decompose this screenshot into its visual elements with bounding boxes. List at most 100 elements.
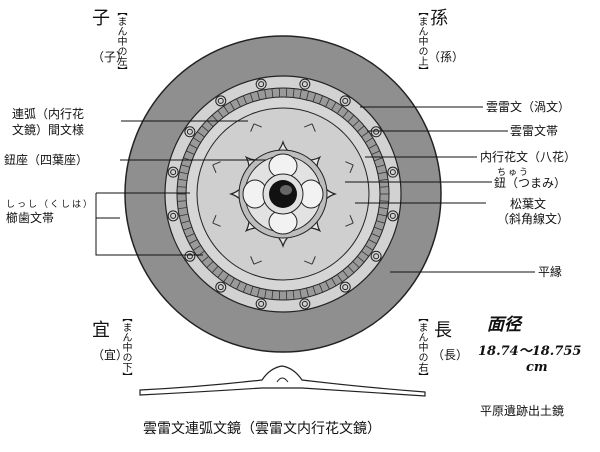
comb-tooth: [306, 288, 310, 297]
label-kushiba-ruby: しっし（くしは）: [6, 200, 95, 210]
comb-tooth: [249, 286, 254, 295]
comb-tooth: [365, 137, 374, 143]
spiral-outer: [387, 210, 399, 222]
pine-needle: [349, 164, 354, 173]
comb-tooth: [201, 256, 209, 263]
spiral-inner: [258, 81, 265, 88]
spiral-outer: [215, 281, 227, 293]
spiral-inner: [186, 253, 193, 260]
label-renko-2: 文鏡）間文様: [12, 123, 85, 137]
spiral-motifs: [167, 78, 399, 310]
comb-tooth: [180, 220, 190, 224]
leader-lines: [95, 106, 535, 273]
comb-tooth: [249, 93, 254, 102]
pine-needle: [349, 215, 354, 224]
comb-tooth: [177, 178, 187, 181]
comb-tooth: [242, 283, 248, 293]
pine-needle: [345, 222, 354, 227]
comb-tooth: [292, 88, 295, 98]
comb-tooth: [371, 150, 380, 155]
comb-tooth: [217, 270, 224, 278]
comb-tooth: [177, 207, 187, 210]
spiral-outer: [370, 126, 382, 138]
comb-tooth: [347, 265, 355, 274]
spiral-inner: [373, 128, 380, 135]
comb-tooth: [189, 143, 198, 149]
diameter-unit: cm: [526, 360, 548, 375]
comb-tooth: [379, 200, 389, 202]
comb-tooth: [331, 102, 337, 111]
comb-tooth: [180, 164, 190, 168]
spiral-outer: [339, 95, 351, 107]
comb-tooth: [229, 277, 235, 286]
knob-highlight: [280, 185, 292, 195]
comb-tooth: [368, 239, 377, 245]
glyph-bottom-right: 長: [434, 320, 452, 341]
comb-tooth: [352, 261, 360, 268]
vertical-top-left: 【まん中の左】: [115, 6, 126, 76]
spiral-outer: [387, 166, 399, 178]
vertical-bottom-right: 【まん中の右】: [416, 312, 427, 382]
pine-needle: [212, 164, 217, 173]
spiral-outer: [167, 210, 179, 222]
comb-tooth: [201, 125, 209, 132]
comb-tooth: [179, 213, 189, 217]
comb-tooth: [379, 186, 389, 188]
comb-tooth: [379, 178, 389, 181]
comb-tooth: [256, 288, 260, 297]
comb-tooth: [357, 256, 365, 263]
comb-tooth: [211, 265, 219, 274]
glyph-top-left: 子: [92, 8, 110, 29]
glyph-top-right: 孫: [430, 8, 448, 29]
comb-tooth: [183, 226, 192, 231]
label-renko-1: 連弧（内行花: [12, 107, 85, 121]
comb-tooth: [312, 93, 317, 102]
mirror-profile: [139, 365, 426, 397]
spiral-inner: [186, 128, 193, 135]
caption: 雲雷文連弧文鏡（雲雷文内行花文鏡）: [143, 421, 381, 437]
diameter-label: 面径: [487, 315, 521, 335]
spiral-outer: [255, 78, 267, 90]
comb-tooth: [306, 91, 310, 100]
label-unraimon-uzu: 雲雷文（渦文）: [486, 100, 571, 114]
spiral-inner: [170, 212, 177, 219]
spiral-inner: [301, 81, 308, 88]
pine-needle: [250, 256, 255, 265]
pine-needle: [212, 222, 221, 227]
pine-needle: [311, 256, 316, 265]
label-chuza: 鈕座（四葉座）: [4, 153, 89, 167]
comb-tooth: [223, 274, 230, 283]
spiral-inner: [301, 300, 308, 307]
glyph-bottom-left: 宜: [92, 320, 110, 341]
comb-tooth: [223, 105, 230, 114]
comb-tooth: [271, 88, 274, 98]
comb-tooth: [374, 157, 383, 162]
comb-tooth: [256, 91, 260, 100]
spiral-outer: [167, 166, 179, 178]
spiral-outer: [215, 95, 227, 107]
spiral-inner: [170, 169, 177, 176]
spiral-outer: [339, 281, 351, 293]
comb-teeth-ticks: [177, 88, 389, 300]
comb-tooth: [365, 245, 374, 251]
comb-tooth: [377, 213, 387, 217]
comb-tooth: [361, 250, 369, 257]
comb-tooth: [206, 261, 214, 268]
spiral-inner: [389, 212, 396, 219]
spiral-outer: [184, 250, 196, 262]
spiral-outer: [255, 298, 267, 310]
comb-tooth: [179, 171, 189, 175]
comb-tooth: [342, 110, 349, 118]
comb-tooth: [318, 95, 324, 105]
comb-tooth: [374, 226, 383, 231]
comb-tooth: [336, 274, 343, 283]
comb-tooth: [331, 277, 337, 286]
spiral-inner: [373, 253, 380, 260]
comb-tooth: [177, 186, 187, 188]
site-label: 平原遺跡出土鏡: [480, 404, 565, 418]
comb-tooth: [186, 233, 195, 238]
comb-tooth: [236, 281, 241, 290]
spiral-inner: [342, 97, 349, 104]
comb-tooth: [229, 102, 235, 111]
comb-tooth: [299, 89, 302, 99]
